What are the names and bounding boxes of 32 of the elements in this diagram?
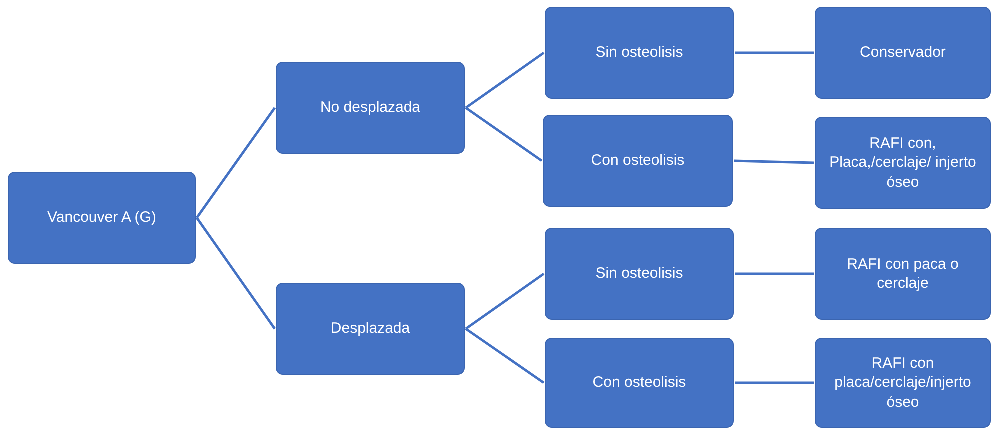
connector-line — [465, 52, 545, 110]
box-label: Con osteolisis — [592, 373, 686, 393]
process-box — [815, 7, 991, 99]
box-label: Sin osteolisis — [596, 43, 684, 63]
process-box — [545, 7, 734, 99]
connector-line — [735, 382, 814, 384]
box-label: Conservador — [860, 43, 946, 63]
process-box — [543, 115, 733, 207]
connector-line — [735, 272, 814, 276]
process-box — [276, 62, 465, 154]
connector-line — [734, 160, 814, 164]
process-box — [8, 172, 196, 264]
connector-line — [465, 106, 543, 162]
box-label: RAFI con placa/cerclaje/injerto óseo — [834, 354, 972, 412]
box-label: Con osteolisis — [591, 151, 685, 171]
box-label: RAFI con, Placa,/cerclaje/ injerto óseo — [828, 134, 978, 192]
process-box — [815, 338, 991, 428]
process-box — [815, 228, 991, 320]
box-label: Vancouver A (G) — [48, 208, 156, 228]
box-label: Sin osteolisis — [596, 264, 684, 284]
box-label: RAFI con paca o cerclaje — [846, 254, 960, 294]
connector-line — [196, 217, 276, 330]
connector-line — [465, 328, 545, 384]
box-label: No desplazada — [320, 98, 421, 118]
connector-line — [735, 52, 814, 54]
connector-line — [196, 107, 276, 219]
box-label: Desplazada — [330, 319, 410, 339]
process-box — [545, 338, 734, 428]
process-box — [815, 117, 991, 209]
process-box — [276, 283, 465, 375]
connector-line — [465, 272, 545, 330]
process-box — [545, 228, 734, 320]
